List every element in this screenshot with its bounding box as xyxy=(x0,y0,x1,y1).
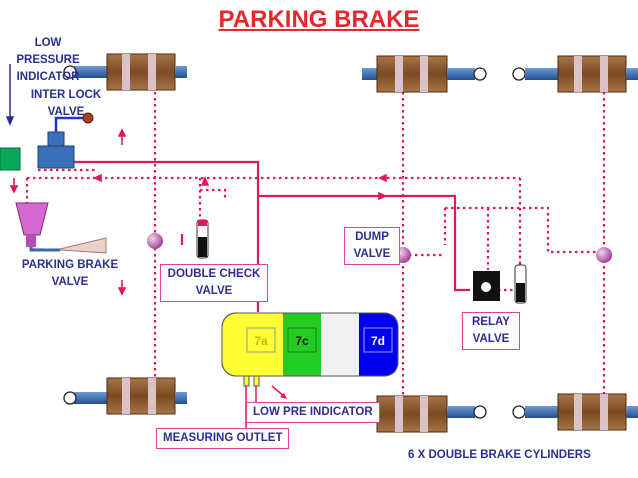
brake-cylinder-top-middle xyxy=(362,55,487,93)
check-valve-branch xyxy=(200,188,227,200)
left-quick-release-valve xyxy=(147,233,163,249)
brake-cylinder-bottom-left xyxy=(63,377,187,415)
brake-cylinder-bottom-middle xyxy=(362,395,487,433)
air-tank xyxy=(160,312,399,449)
low-pressure-indicator-label: LOW PRESSURE INDICATOR xyxy=(16,37,80,83)
parking-brake-valve-symbol xyxy=(15,202,107,254)
tank-section-7c: 7c xyxy=(295,334,309,348)
low-pressure-indicator-arrow xyxy=(5,64,15,126)
parking-brake-valve-label: PARKING BRAKE VALVE xyxy=(21,259,119,288)
measuring-outlet-label: MEASURING OUTLET xyxy=(156,428,290,449)
green-indicator xyxy=(0,147,21,171)
brake-cylinder-top-left xyxy=(63,53,187,91)
dump-valve-label: DUMP VALVE xyxy=(344,227,400,265)
brake-cylinder-bottom-right xyxy=(512,393,638,431)
relay-valve-label: RELAY VALVE xyxy=(462,312,520,350)
supply-pipes xyxy=(74,160,470,312)
inter-lock-valve-symbol xyxy=(37,112,94,169)
inter-lock-valve-label: INTER LOCK VALVE xyxy=(30,89,102,118)
main-supply-pipe xyxy=(74,160,260,312)
tank-section-7a: 7a xyxy=(254,334,268,348)
brake-cylinder-top-right xyxy=(512,55,638,93)
relay-supply-pipe xyxy=(258,194,470,292)
double-check-valve-label: DOUBLE CHECK VALVE xyxy=(160,264,268,302)
tank-section-7d: 7d xyxy=(370,334,385,348)
double-check-valve-symbol xyxy=(196,219,209,259)
low-pre-indicator-label: LOW PRE INDICATOR xyxy=(246,402,380,423)
relay-output xyxy=(498,250,522,292)
flow-arrows xyxy=(9,128,387,296)
diagram-title: PARKING BRAKE xyxy=(218,6,420,33)
double-brake-cylinders-label: 6 X DOUBLE BRAKE CYLINDERS xyxy=(408,449,591,461)
right-quick-release-valve xyxy=(596,247,612,263)
relay-valve-symbol xyxy=(473,264,527,304)
dump-to-right xyxy=(445,206,604,254)
